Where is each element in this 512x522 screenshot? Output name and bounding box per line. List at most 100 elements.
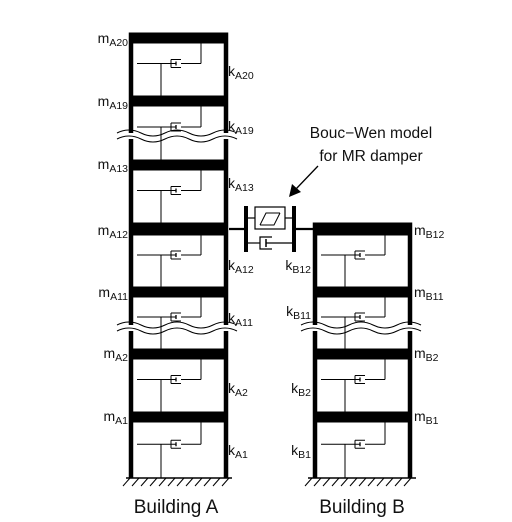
mass-label-b1: mB1: [414, 408, 439, 427]
hatch-stroke: [194, 477, 203, 487]
mass-label-b11-subscript: B11: [426, 291, 444, 303]
building-b-story-device: [321, 297, 386, 349]
hatch-stroke: [313, 477, 322, 487]
stiffness-label-b12: kB12: [285, 257, 311, 276]
structure-drawing: [116, 32, 428, 487]
stiffness-label-b1-base: k: [291, 442, 299, 458]
stiffness-label-b11-subscript: B11: [293, 310, 311, 322]
break-line: [116, 135, 238, 143]
stiffness-label-a11-subscript: A11: [235, 317, 253, 329]
mass-label-a11-subscript: A11: [110, 291, 128, 303]
break-line: [116, 321, 238, 329]
mass-label-a20: mA20: [98, 30, 129, 49]
stiffness-label-a20: kA20: [228, 63, 254, 82]
mass-label-b2: mB2: [414, 345, 439, 364]
hatch-stroke: [122, 477, 131, 487]
building-a-floor-slab: [129, 286, 228, 298]
building-b-caption: Building B: [319, 497, 405, 518]
mass-label-a11-base: m: [98, 284, 110, 300]
mass-label-a2: mA2: [103, 345, 128, 364]
damper-label-line1: Bouc−Wen model: [310, 125, 433, 142]
hatch-stroke: [176, 477, 185, 487]
mass-label-b12-subscript: B12: [426, 229, 445, 241]
stiffness-label-a19: kA19: [228, 118, 254, 137]
stiffness-label-a1-base: k: [228, 442, 236, 458]
mass-label-a13-base: m: [98, 156, 110, 172]
hatch-stroke: [203, 477, 212, 487]
stiffness-label-b1-subscript: B1: [298, 449, 311, 461]
damper-arrow-shaft: [295, 165, 319, 190]
building-a-story-device: [137, 297, 202, 349]
building-a-frame: [116, 32, 244, 478]
hysteresis-loop: [259, 212, 281, 226]
stiffness-label-b12-subscript: B12: [292, 264, 311, 276]
mass-label-a12: mA12: [98, 222, 129, 241]
mass-label-a2-subscript: A2: [115, 352, 128, 364]
stiffness-label-a2-subscript: A2: [235, 387, 248, 399]
mass-label-a1-subscript: A1: [115, 415, 128, 427]
stiffness-label-a20-base: k: [228, 63, 236, 79]
mass-label-b2-base: m: [414, 345, 426, 361]
stiffness-label-a19-subscript: A19: [235, 125, 254, 137]
stiffness-label-a13: kA13: [228, 175, 254, 194]
hatch-stroke: [331, 477, 340, 487]
building-a-story-device: [137, 170, 202, 223]
building-b-frame: [300, 222, 428, 478]
building-a-right-column: [223, 32, 229, 478]
hatch-stroke: [221, 477, 230, 487]
building-a-story-device: [137, 422, 202, 478]
stiffness-label-b2: kB2: [291, 380, 311, 399]
hatch-stroke: [304, 477, 313, 487]
ground-hatch: [304, 477, 416, 487]
mass-label-a2-base: m: [103, 345, 115, 361]
mass-label-b11: mB11: [414, 284, 444, 303]
mr-damper: [229, 165, 319, 252]
mass-label-a12-base: m: [98, 222, 110, 238]
hatch-stroke: [212, 477, 221, 487]
mass-label-a13: mA13: [98, 156, 129, 175]
hatch-stroke: [140, 477, 149, 487]
hatch-stroke: [340, 477, 349, 487]
building-b-floor-slab: [313, 411, 412, 423]
hatch-stroke: [322, 477, 331, 487]
building-a-floor-slab: [129, 159, 228, 171]
building-b-floor-slab: [313, 348, 412, 360]
mass-label-b12-base: m: [414, 222, 426, 238]
mass-label-a11: mA11: [98, 284, 128, 303]
damper-label-line2: for MR damper: [319, 148, 422, 165]
hatch-stroke: [376, 477, 385, 487]
stiffness-label-a11-base: k: [228, 310, 236, 326]
hatch-stroke: [358, 477, 367, 487]
hatch-stroke: [394, 477, 403, 487]
stiffness-label-a20-subscript: A20: [235, 70, 254, 82]
hatch-stroke: [167, 477, 176, 487]
stiffness-label-a13-subscript: A13: [235, 182, 254, 194]
building-b-story-device: [321, 422, 386, 478]
building-a-story-device: [137, 106, 202, 160]
building-a-floor-slab: [129, 95, 228, 107]
break-line: [116, 327, 238, 335]
mass-label-a20-base: m: [98, 30, 110, 46]
hatch-stroke: [367, 477, 376, 487]
building-a-floor-slab: [129, 32, 228, 44]
ground-hatch: [122, 477, 232, 487]
building-a-story-device: [137, 235, 202, 287]
building-a-floor-slab: [129, 348, 228, 360]
building-a-story-device: [137, 43, 202, 96]
hatch-stroke: [185, 477, 194, 487]
mass-label-a19-base: m: [98, 93, 110, 109]
mass-label-a12-subscript: A12: [109, 229, 128, 241]
break-line: [116, 129, 238, 137]
mass-label-a19-subscript: A19: [109, 100, 128, 112]
damper-arrow-head: [289, 184, 301, 197]
damper-plate-left: [244, 206, 248, 252]
hatch-stroke: [349, 477, 358, 487]
damper-dashpot: [259, 236, 272, 250]
mass-label-b12: mB12: [414, 222, 445, 241]
building-a-caption: Building A: [134, 497, 219, 518]
hatch-stroke: [131, 477, 140, 487]
stiffness-label-a1-subscript: A1: [235, 449, 248, 461]
building-a-floor-slab: [129, 222, 228, 236]
building-b-floor-slab: [313, 286, 412, 298]
